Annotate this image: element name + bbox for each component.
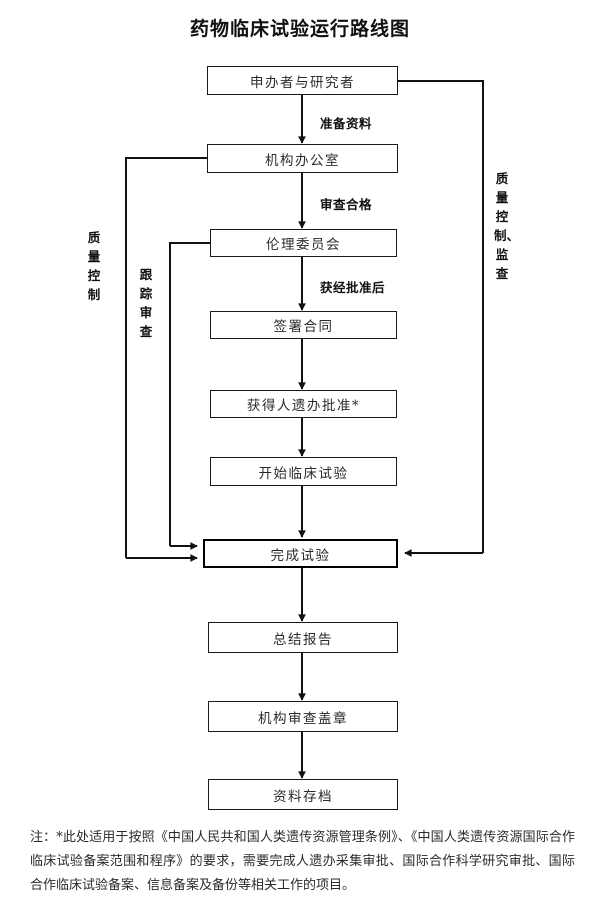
connector-follow-up-review — [169, 242, 210, 546]
node-label: 申办者与研究者 — [250, 74, 355, 91]
footnote-text: 注：*此处适用于按照《中国人民共和国人类遗传资源管理条例》、《中国人类遗传资源国… — [30, 830, 575, 893]
node-start-trial[interactable]: 开始临床试验 — [210, 457, 397, 486]
node-label: 完成试验 — [270, 547, 331, 564]
side-label-quality-control-right: 质量控制、监查 — [494, 171, 520, 281]
node-label: 机构审查盖章 — [258, 710, 348, 727]
connector-quality-control-left — [125, 157, 207, 558]
node-institution-office[interactable]: 机构办公室 — [207, 144, 398, 173]
node-label: 资料存档 — [273, 788, 333, 805]
node-ethics-committee[interactable]: 伦理委员会 — [210, 229, 397, 257]
node-label: 机构办公室 — [265, 152, 340, 169]
side-label-follow-up-review: 跟踪审查 — [139, 267, 153, 339]
connector-quality-control-right — [398, 80, 484, 553]
node-label: 获得人遗办批准* — [246, 398, 361, 414]
edge-label-prepare-materials: 准备资料 — [320, 116, 373, 131]
node-sign-contract[interactable]: 签署合同 — [210, 311, 397, 339]
node-label: 签署合同 — [273, 319, 334, 335]
node-complete-trial[interactable]: 完成试验 — [203, 539, 398, 568]
node-hgrac-approval[interactable]: 获得人遗办批准* — [210, 390, 397, 418]
node-label: 总结报告 — [273, 631, 333, 648]
node-summary-report[interactable]: 总结报告 — [208, 622, 398, 653]
node-archive-documents[interactable]: 资料存档 — [208, 779, 398, 810]
flowchart-canvas: 申办者与研究者 机构办公室 伦理委员会 签署合同 获得人遗办批准* 开始临床试验… — [87, 66, 520, 810]
page-title: 药物临床试验运行路线图 — [189, 18, 410, 40]
node-label: 伦理委员会 — [266, 237, 341, 253]
edge-label-review-passed: 审查合格 — [320, 197, 373, 212]
node-label: 开始临床试验 — [258, 465, 349, 482]
flowchart-connectors — [125, 80, 484, 779]
node-institution-seal[interactable]: 机构审查盖章 — [208, 701, 398, 732]
node-sponsor-investigator[interactable]: 申办者与研究者 — [207, 66, 398, 95]
edge-label-after-approval: 获经批准后 — [320, 280, 386, 295]
side-label-quality-control-left: 质量控制 — [87, 230, 101, 302]
